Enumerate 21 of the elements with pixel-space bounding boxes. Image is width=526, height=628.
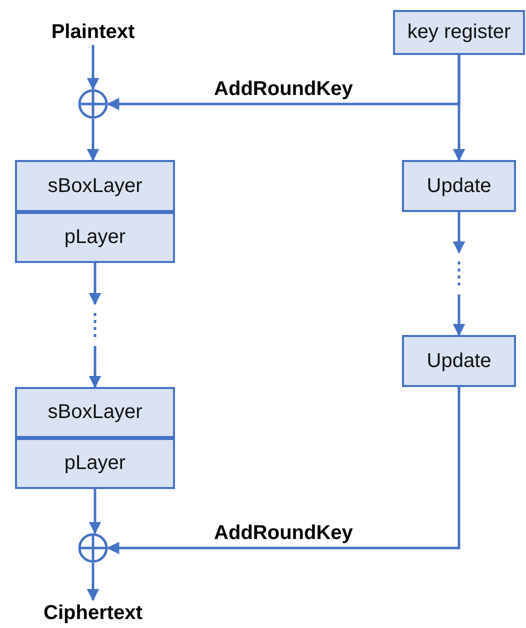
process-box: sBoxLayer: [15, 160, 175, 212]
arrow: [453, 212, 466, 335]
process-box: pLayer: [15, 212, 175, 263]
arrow: [86, 563, 100, 602]
process-box: sBoxLayer: [15, 387, 175, 438]
arrow: [106, 387, 460, 554]
xor-icon: [78, 533, 108, 563]
io-label: Ciphertext: [23, 600, 163, 626]
process-box: key register: [393, 10, 525, 55]
process-box: Update: [402, 160, 516, 212]
arrow: [452, 55, 466, 162]
arrow: [88, 489, 102, 534]
arrow: [86, 45, 100, 90]
edge-label: AddRoundKey: [212, 522, 355, 545]
arrow: [86, 119, 100, 162]
process-box: Update: [402, 335, 516, 387]
arrow: [89, 263, 102, 387]
process-box: pLayer: [15, 438, 175, 489]
io-label: Plaintext: [38, 19, 148, 45]
edge-label: AddRoundKey: [212, 78, 355, 101]
xor-icon: [78, 89, 108, 119]
